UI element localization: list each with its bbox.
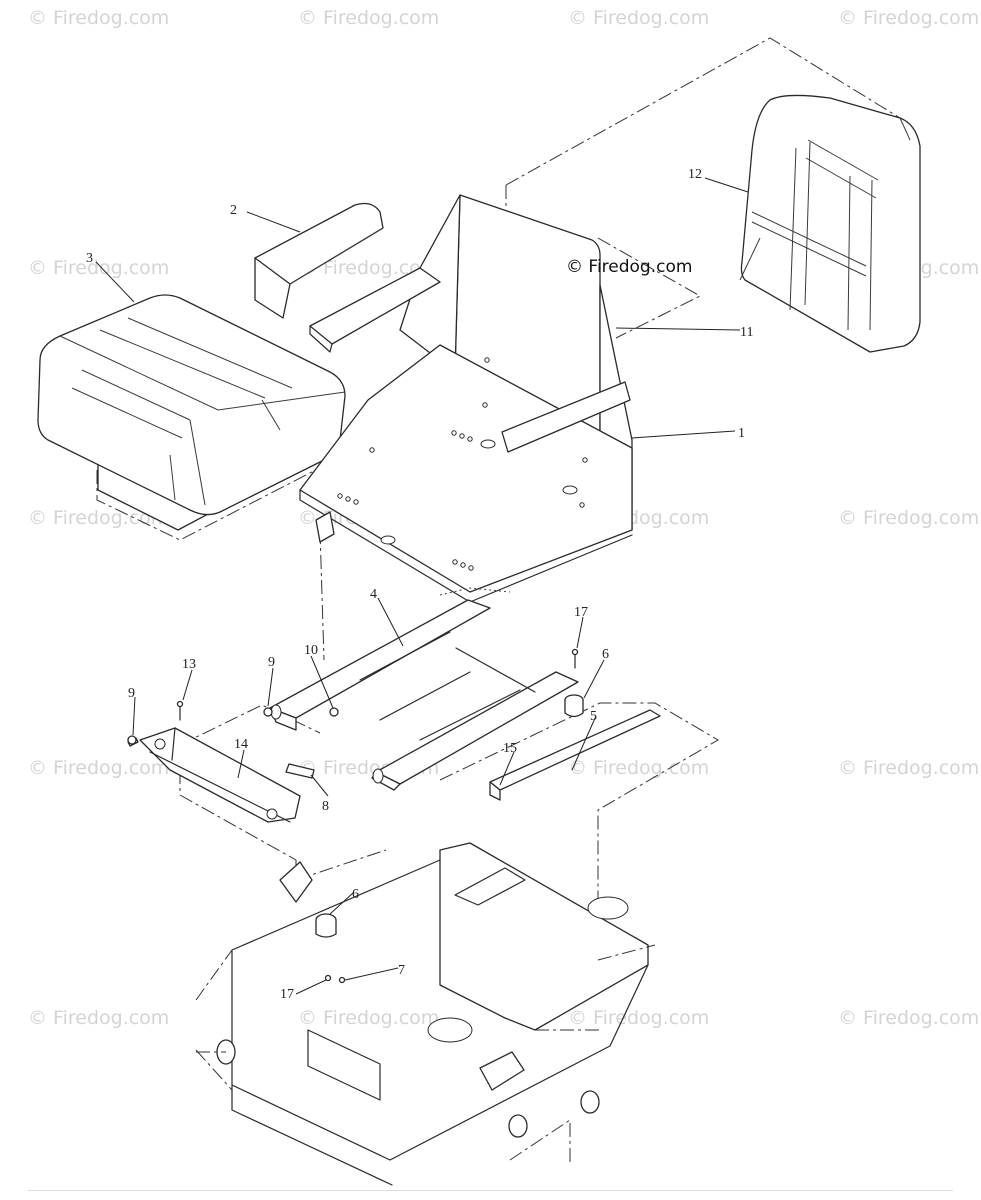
callout-4: 4 bbox=[370, 587, 377, 602]
callout-12: 12 bbox=[688, 167, 702, 182]
hardware-parts bbox=[127, 648, 584, 984]
callout-13: 13 bbox=[182, 657, 196, 672]
watermark: © Firedog.com bbox=[298, 7, 439, 29]
callout-1: 1 bbox=[738, 426, 745, 441]
watermark: © Firedog.com bbox=[28, 257, 169, 279]
guide-line bbox=[597, 237, 702, 339]
backrest-cushion bbox=[739, 94, 921, 353]
watermark: © Firedog.com bbox=[28, 1007, 169, 1029]
callout-2: 2 bbox=[230, 203, 237, 218]
callout-14: 14 bbox=[234, 737, 248, 752]
callout-7: 7 bbox=[398, 963, 405, 978]
guide-line bbox=[96, 432, 371, 541]
callout-11: 11 bbox=[740, 325, 753, 340]
seat-cushion bbox=[37, 294, 346, 531]
watermark: © Firedog.com bbox=[838, 1007, 979, 1029]
callout-9: 9 bbox=[128, 686, 135, 701]
seat-frame bbox=[299, 194, 633, 603]
callout-8: 8 bbox=[322, 799, 329, 814]
watermark: © Firedog.com bbox=[838, 507, 979, 529]
brand-watermark: © Firedog.com bbox=[566, 257, 692, 277]
watermark: © Firedog.com bbox=[298, 257, 439, 279]
callout-6: 6 bbox=[352, 887, 359, 902]
callout-5: 5 bbox=[590, 709, 597, 724]
guide-line bbox=[179, 704, 321, 746]
callout-17: 17 bbox=[574, 605, 588, 620]
watermark: © Firedog.com bbox=[298, 1007, 439, 1029]
watermark: © Firedog.com bbox=[28, 757, 169, 779]
callout-15: 15 bbox=[503, 741, 517, 756]
latch-lever bbox=[139, 727, 301, 823]
callout-labels: 2 3 12 11 1 4 17 6 5 15 14 13 9 10 9 8 6… bbox=[86, 167, 753, 1002]
watermark: © Firedog.com bbox=[568, 757, 709, 779]
callout-6: 6 bbox=[602, 647, 609, 662]
callout-10: 10 bbox=[304, 643, 318, 658]
watermark: © Firedog.com bbox=[28, 7, 169, 29]
footer-divider bbox=[28, 1190, 953, 1195]
watermark: © Firedog.com bbox=[838, 7, 979, 29]
callout-9: 9 bbox=[268, 655, 275, 670]
armrest-pad bbox=[254, 202, 384, 319]
watermark: © Firedog.com bbox=[568, 7, 709, 29]
guide-line bbox=[295, 849, 387, 881]
callout-leaders bbox=[95, 177, 749, 995]
callout-17: 17 bbox=[280, 987, 294, 1002]
watermark: © Firedog.com bbox=[838, 757, 979, 779]
machine-chassis bbox=[195, 842, 656, 1186]
watermark: © Firedog.com bbox=[28, 507, 169, 529]
guide-line bbox=[439, 702, 719, 960]
callout-3: 3 bbox=[86, 251, 93, 266]
watermark: © Firedog.com bbox=[568, 1007, 709, 1029]
mounting-bracket bbox=[489, 709, 661, 801]
guide-line bbox=[319, 529, 325, 661]
